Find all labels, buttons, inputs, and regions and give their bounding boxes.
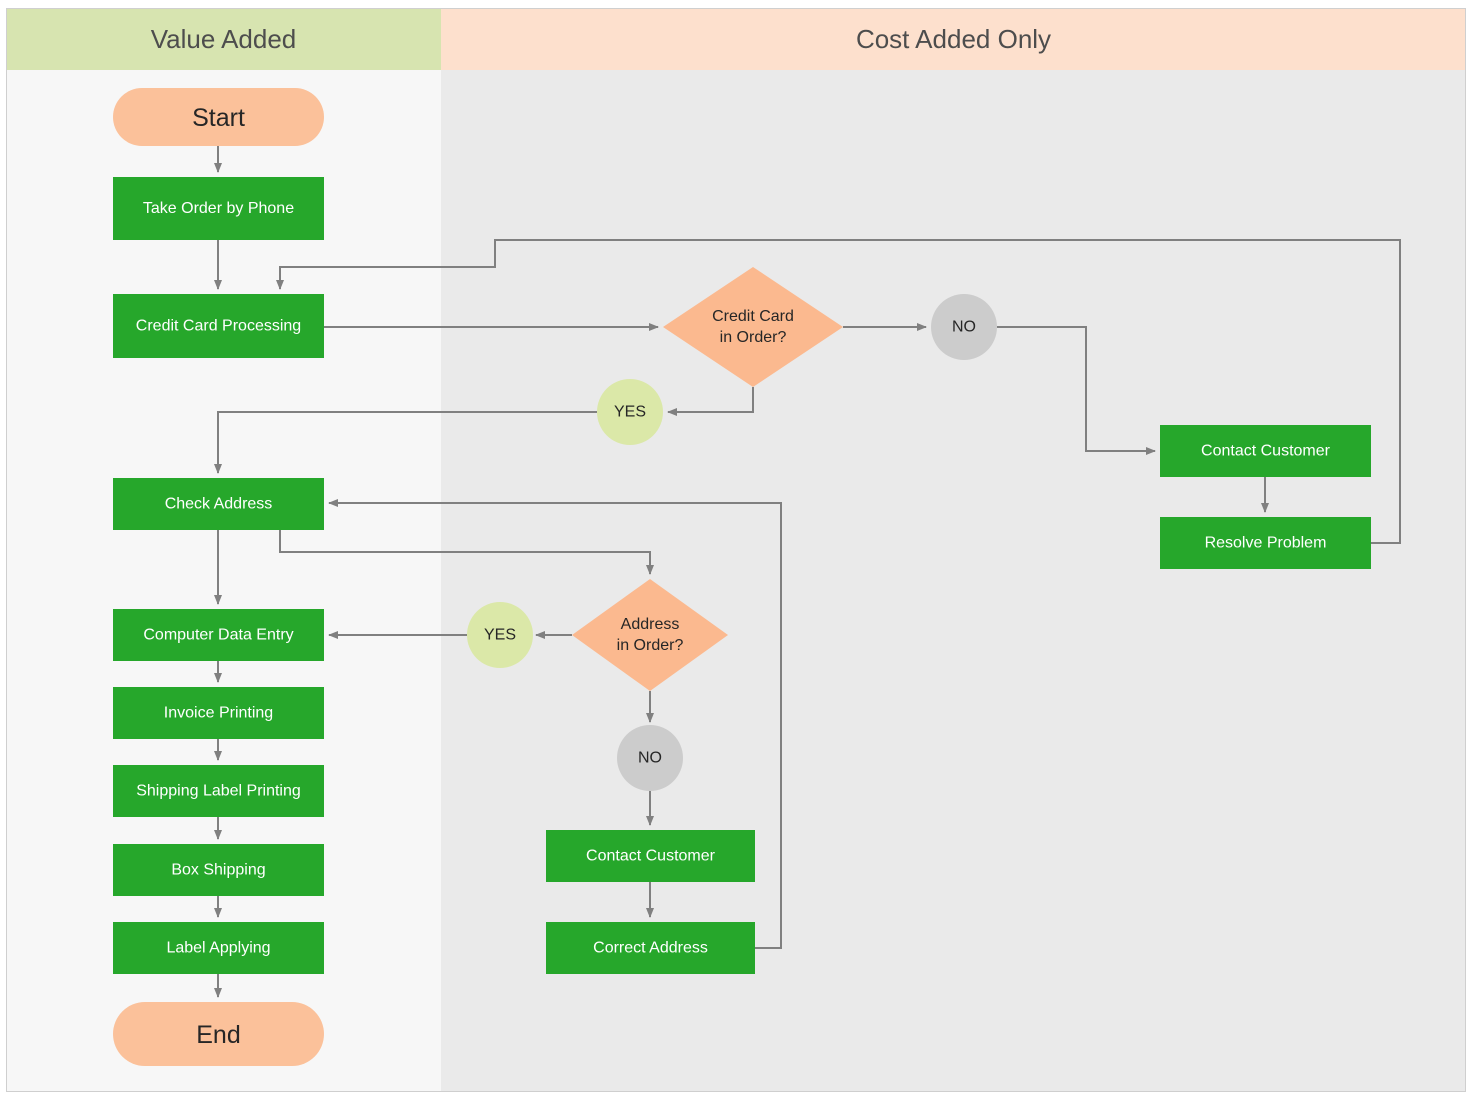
- node-computer-data-entry[interactable]: Computer Data Entry: [113, 609, 324, 661]
- connector-e-check-address-to-decision: [279, 530, 654, 575]
- branch-badge-circle[interactable]: [597, 379, 663, 445]
- node-box-shipping[interactable]: Box Shipping: [113, 844, 324, 896]
- terminator-shape[interactable]: [113, 1002, 324, 1066]
- process-box[interactable]: [1160, 425, 1371, 477]
- node-label: YES: [484, 627, 516, 644]
- node-label: End: [196, 1021, 240, 1049]
- process-box[interactable]: [113, 177, 324, 240]
- process-box[interactable]: [113, 922, 324, 974]
- node-start[interactable]: Start: [113, 88, 324, 146]
- lane-value-added: Value Added: [6, 8, 441, 1092]
- node-address-yes[interactable]: YES: [467, 602, 533, 668]
- node-label: Take Order by Phone: [143, 200, 294, 217]
- lane-body-value-added: [6, 70, 441, 1092]
- node-label: NO: [638, 750, 662, 767]
- connector-e-decision-to-yes: [667, 387, 754, 416]
- node-label: Shipping Label Printing: [136, 783, 301, 800]
- node-label: Start: [192, 104, 245, 132]
- lane-title-cost-added: Cost Added Only: [856, 24, 1051, 54]
- node-label: Contact Customer: [1201, 443, 1331, 460]
- node-label-applying[interactable]: Label Applying: [113, 922, 324, 974]
- connector-e-yes-to-check-address: [214, 411, 597, 474]
- node-credit-card-in-order[interactable]: Credit Card in Order?: [663, 267, 843, 387]
- decision-diamond[interactable]: [572, 579, 728, 691]
- terminator-shape[interactable]: [113, 88, 324, 146]
- node-address-no[interactable]: NO: [617, 725, 683, 791]
- node-address-in-order[interactable]: Address in Order?: [572, 579, 728, 691]
- node-label: Check Address: [165, 496, 273, 513]
- connector-e-no-to-contact-customer: [997, 326, 1156, 455]
- node-take-order-by-phone[interactable]: Take Order by Phone: [113, 177, 324, 240]
- branch-badge-circle[interactable]: [931, 294, 997, 360]
- node-label: Credit Card Processing: [136, 318, 301, 335]
- process-box[interactable]: [113, 478, 324, 530]
- process-box[interactable]: [113, 609, 324, 661]
- node-label: Correct Address: [593, 940, 708, 957]
- lane-header-value-added: [6, 8, 441, 70]
- node-shipping-label-printing[interactable]: Shipping Label Printing: [113, 765, 324, 817]
- node-label: Computer Data Entry: [143, 627, 293, 644]
- decision-diamond[interactable]: [663, 267, 843, 387]
- node-contact-customer-addr[interactable]: Contact Customer: [546, 830, 755, 882]
- node-contact-customer-cc[interactable]: Contact Customer: [1160, 425, 1371, 477]
- node-credit-card-yes[interactable]: YES: [597, 379, 663, 445]
- process-box[interactable]: [113, 765, 324, 817]
- branch-badge-circle[interactable]: [467, 602, 533, 668]
- canvas-border: [6, 8, 1466, 1092]
- node-label: Credit Card: [712, 308, 794, 325]
- node-label: NO: [952, 319, 976, 336]
- node-label: Label Applying: [166, 940, 270, 957]
- node-end[interactable]: End: [113, 1002, 324, 1066]
- process-box[interactable]: [1160, 517, 1371, 569]
- connectors-layer: [214, 146, 1401, 998]
- connector-e-correct-address-to-check: [328, 499, 782, 949]
- process-box[interactable]: [113, 844, 324, 896]
- node-label: YES: [614, 404, 646, 421]
- node-label: in Order?: [617, 637, 684, 654]
- process-box[interactable]: [546, 922, 755, 974]
- lane-title-value-added: Value Added: [151, 24, 297, 54]
- node-label: Contact Customer: [586, 848, 716, 865]
- node-credit-card-processing[interactable]: Credit Card Processing: [113, 294, 324, 358]
- node-label: in Order?: [720, 329, 787, 346]
- node-credit-card-no[interactable]: NO: [931, 294, 997, 360]
- node-label: Address: [621, 616, 680, 633]
- node-label: Resolve Problem: [1205, 535, 1327, 552]
- connector-e-resolve-back-to-credit-card: [276, 239, 1401, 544]
- node-invoice-printing[interactable]: Invoice Printing: [113, 687, 324, 739]
- lane-header-cost-added: [441, 8, 1466, 70]
- node-label: Box Shipping: [171, 862, 265, 879]
- node-label: Invoice Printing: [164, 705, 273, 722]
- process-box[interactable]: [113, 294, 324, 358]
- process-box[interactable]: [113, 687, 324, 739]
- process-box[interactable]: [546, 830, 755, 882]
- node-resolve-problem[interactable]: Resolve Problem: [1160, 517, 1371, 569]
- node-correct-address[interactable]: Correct Address: [546, 922, 755, 974]
- branch-badge-circle[interactable]: [617, 725, 683, 791]
- node-check-address[interactable]: Check Address: [113, 478, 324, 530]
